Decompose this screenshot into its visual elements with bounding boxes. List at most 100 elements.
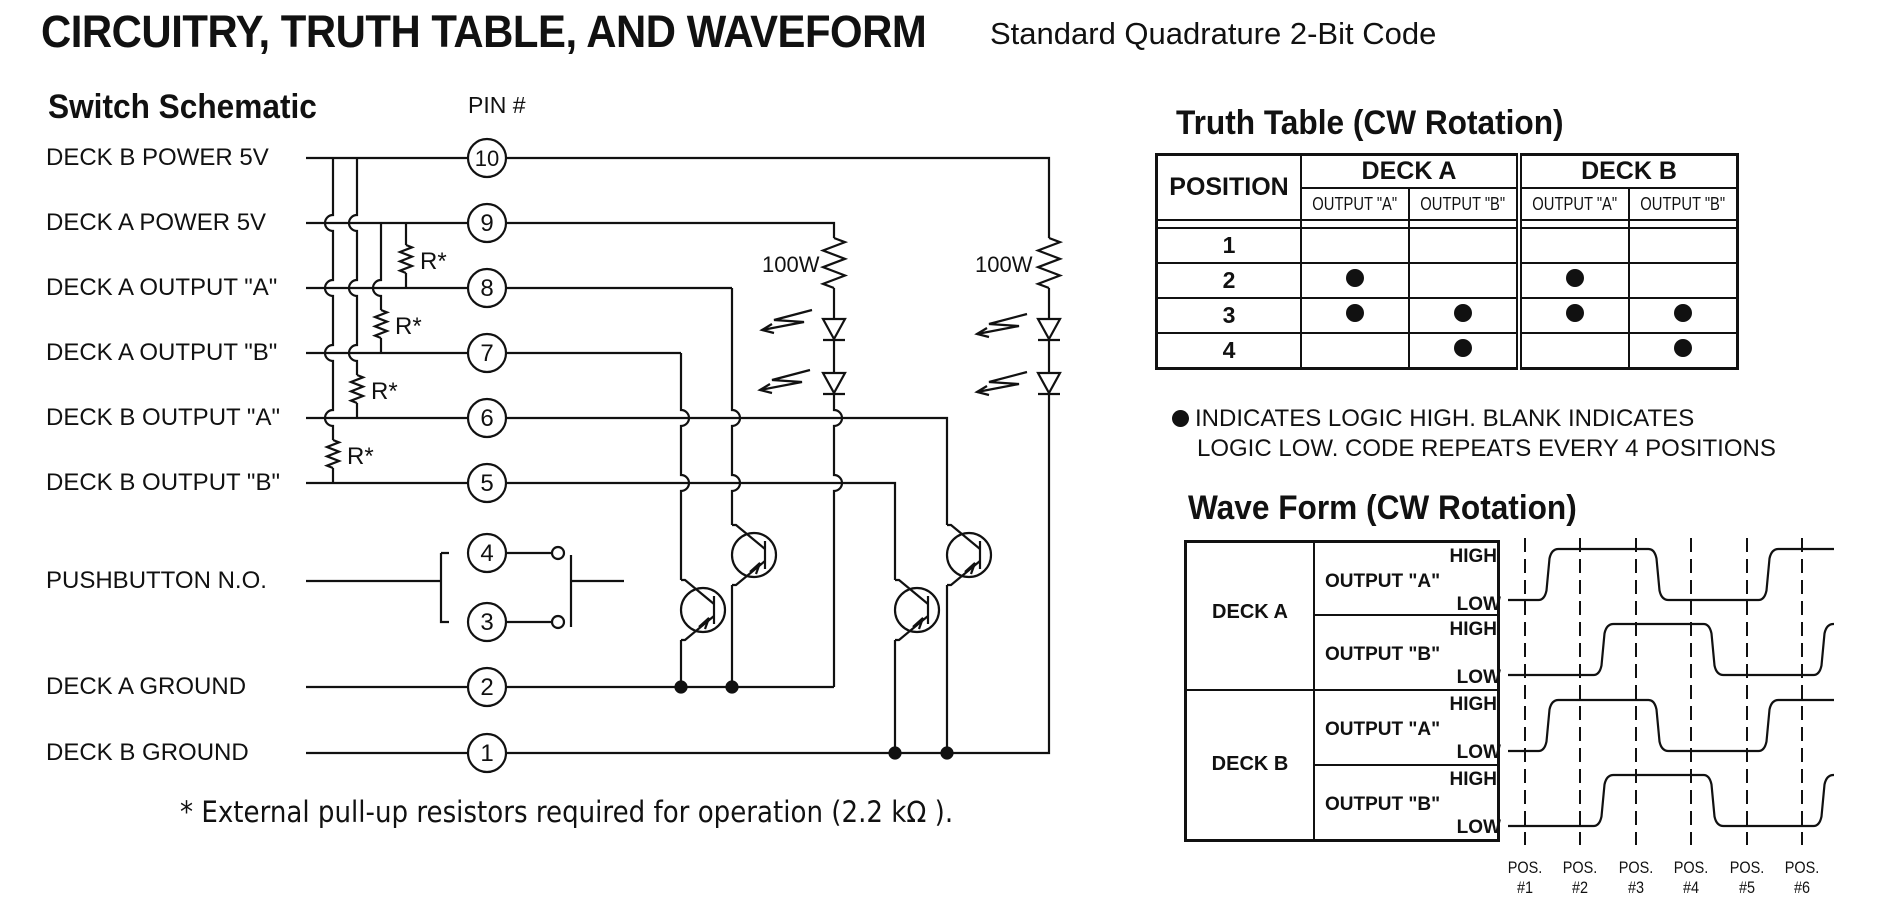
wire-label-pin5: DECK B OUTPUT "B" xyxy=(46,469,280,496)
pin-7-number: 7 xyxy=(480,340,493,367)
position-cell: 1 xyxy=(1155,227,1302,264)
logic-cell xyxy=(1408,262,1520,299)
position-label: POS.#5 xyxy=(1726,858,1769,898)
wire-label-pin8: DECK A OUTPUT "A" xyxy=(46,274,278,301)
wave-row-deck-b-output-b: HIGH OUTPUT "B" LOW xyxy=(1315,766,1501,841)
pullup-resistor-label: R* xyxy=(420,248,447,275)
light-emission-icon xyxy=(976,370,1028,394)
led-icon xyxy=(1036,371,1062,396)
logic-cell xyxy=(1628,297,1739,334)
transistor-icon xyxy=(895,615,929,642)
pin-3-number: 3 xyxy=(480,609,493,636)
junction-dot xyxy=(940,746,954,760)
transistor-icon xyxy=(732,523,766,550)
logic-cell xyxy=(1516,262,1630,299)
position-label-number: #4 xyxy=(1682,878,1700,897)
truth-table-title: Truth Table (CW Rotation) xyxy=(1176,104,1564,142)
deck-a-output-b-header: OUTPUT "B" xyxy=(1408,187,1520,221)
position-label-text: POS. xyxy=(1618,858,1654,877)
led-resistor-icon xyxy=(1034,236,1064,290)
logic-high-dot-icon xyxy=(1674,339,1692,357)
wire xyxy=(730,288,742,525)
transistor-icon xyxy=(964,562,977,575)
led-icon xyxy=(821,317,847,342)
pin-1-circle xyxy=(466,732,508,774)
transistor-icon xyxy=(749,562,762,575)
pullup-resistor-icon xyxy=(323,438,343,470)
waveform-title: Wave Form (CW Rotation) xyxy=(1188,489,1577,527)
position-cell: 3 xyxy=(1155,297,1302,334)
logic-cell xyxy=(1300,262,1410,299)
logic-cell xyxy=(1516,332,1630,370)
light-emission-icon xyxy=(761,308,813,332)
position-label-text: POS. xyxy=(1507,858,1543,877)
table-row: 4 xyxy=(1155,332,1739,370)
deck-a-output-a-header: OUTPUT "A" xyxy=(1300,187,1410,221)
switch-contact-icon xyxy=(550,614,566,630)
pin-7-circle xyxy=(466,332,508,374)
deck-b-output-a-header: OUTPUT "A" xyxy=(1516,187,1630,221)
table-row: 2 xyxy=(1155,262,1739,299)
pin-column-header: PIN # xyxy=(468,92,526,118)
wire-label-pin7: DECK A OUTPUT "B" xyxy=(46,339,278,366)
led-icon xyxy=(1036,317,1062,342)
wire xyxy=(506,481,897,580)
wire xyxy=(439,551,449,624)
divider xyxy=(1315,764,1497,766)
deck-b-output-b-header: OUTPUT "B" xyxy=(1628,187,1739,221)
pin-5-number: 5 xyxy=(480,470,493,497)
pin-4-number: 4 xyxy=(480,540,493,567)
light-emission-icon xyxy=(974,385,990,397)
position-label: POS.#1 xyxy=(1504,858,1547,898)
page-subtitle: Standard Quadrature 2-Bit Code xyxy=(990,16,1437,51)
logic-high-dot-icon xyxy=(1566,304,1584,322)
wire xyxy=(347,158,359,375)
led-resistor-icon xyxy=(819,236,849,290)
pullup-resistor-label: R* xyxy=(347,443,374,470)
wire-label-pin9: DECK A POWER 5V xyxy=(46,209,267,236)
switch-contact-icon xyxy=(550,545,566,561)
waveform-trace-1 xyxy=(1508,622,1834,677)
legend-line-2: LOGIC LOW. CODE REPEATS EVERY 4 POSITION… xyxy=(1197,435,1776,462)
pin-8-number: 8 xyxy=(480,275,493,302)
pin-9-circle xyxy=(466,202,508,244)
position-label: POS.#6 xyxy=(1781,858,1824,898)
transistor-icon xyxy=(698,617,711,630)
pin-8-circle xyxy=(466,267,508,309)
wire-label-pin1: DECK B GROUND xyxy=(46,739,249,766)
junction-dot xyxy=(888,746,902,760)
wire xyxy=(506,221,836,238)
legend-line-1: INDICATES LOGIC HIGH. BLANK INDICATES xyxy=(1195,405,1695,432)
pin-2-circle xyxy=(466,666,508,708)
transistor-icon xyxy=(730,531,778,579)
pullup-resistor-icon xyxy=(347,373,367,405)
wave-row-deck-a-output-b: HIGH OUTPUT "B" LOW xyxy=(1315,616,1501,691)
low-label: LOW xyxy=(1456,667,1501,688)
pin-1-number: 1 xyxy=(480,740,493,767)
wire xyxy=(323,158,335,440)
transistor-icon xyxy=(895,578,929,605)
position-cell: 2 xyxy=(1155,262,1302,299)
logic-cell xyxy=(1300,332,1410,370)
light-emission-icon xyxy=(759,368,811,392)
pullup-resistor-icon xyxy=(396,243,416,275)
transistor-icon xyxy=(912,617,925,630)
logic-cell xyxy=(1516,297,1630,334)
wave-deck-a-label: DECK A xyxy=(1212,601,1288,623)
wave-row-deck-a-output-a: HIGH OUTPUT "A" LOW xyxy=(1315,543,1501,618)
high-label: HIGH xyxy=(1449,694,1498,715)
wave-deck-b-label: DECK B xyxy=(1211,753,1289,775)
pin-6-number: 6 xyxy=(480,405,493,432)
pin-10-circle xyxy=(466,137,508,179)
led-resistor-label: 100W xyxy=(975,252,1033,277)
output-label: OUTPUT "B" xyxy=(1325,644,1441,665)
logic-high-dot-icon xyxy=(1454,339,1472,357)
position-label-text: POS. xyxy=(1729,858,1765,877)
wire xyxy=(679,353,691,580)
wire xyxy=(506,394,1051,755)
position-header: POSITION xyxy=(1155,153,1302,221)
page-title: CIRCUITRY, TRUTH TABLE, AND WAVEFORM xyxy=(41,6,927,57)
pin-2-number: 2 xyxy=(480,674,493,701)
logic-cell xyxy=(1408,297,1520,334)
